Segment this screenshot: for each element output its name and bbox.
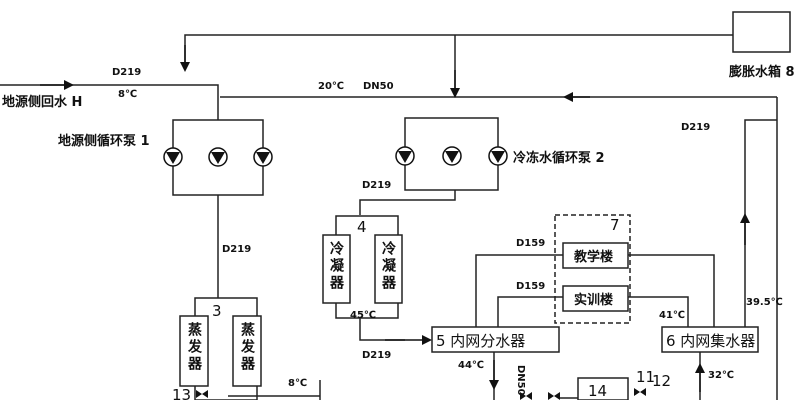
ground-pump-label: 地源侧循环泵 1	[58, 133, 150, 149]
pump-arrow-icon	[398, 151, 412, 163]
expansion-tank-label: 膨胀水箱 8	[728, 64, 795, 80]
condenser-a-label: 冷凝器	[328, 240, 345, 292]
annotation-d219-dist: D219	[362, 350, 391, 361]
distributor-label: 5 内网分水器	[436, 332, 525, 350]
evaporator-a-label: 蒸发器	[186, 321, 203, 373]
label-13: 13	[172, 386, 191, 400]
branch-teaching-return	[628, 254, 715, 327]
training-building-box	[562, 285, 629, 312]
evaporator-b-box	[232, 315, 262, 387]
component-14-label: 14	[588, 382, 607, 400]
ground-pumps	[163, 147, 273, 167]
annotation-44c: 44℃	[458, 360, 484, 371]
annotation-8c-top: 8℃	[118, 89, 137, 100]
teaching-building-label: 教学楼	[573, 249, 613, 265]
training-building-label: 实训楼	[574, 292, 613, 308]
annotation-d219-cond: D219	[362, 180, 391, 191]
branch-training-supply	[497, 296, 563, 327]
chilled-pump-label: 冷冻水循环泵 2	[513, 150, 605, 166]
annotation-8c-bottom: 8℃	[288, 378, 307, 389]
collector-label: 6 内网集水器	[666, 332, 755, 350]
cond-to-distributor	[359, 318, 405, 341]
collector-riser	[744, 119, 777, 327]
collector-box	[661, 326, 759, 353]
label-12: 12	[652, 372, 671, 390]
pump-arrow-icon	[211, 152, 225, 164]
valve-icon	[520, 392, 532, 400]
pump-arrow-icon	[166, 152, 180, 164]
condenser-b-label: 冷凝器	[380, 240, 397, 292]
annotation-d219-evap: D219	[222, 244, 251, 255]
label-4: 4	[357, 218, 367, 236]
annotation-d159-b: D159	[516, 281, 545, 292]
evaporator-b-label: 蒸发器	[239, 321, 256, 373]
branch-teaching-supply	[475, 254, 563, 327]
condenser-b-box	[374, 234, 403, 304]
annotation-45c: 45℃	[350, 310, 376, 321]
buildings-group-frame	[554, 214, 631, 324]
condenser-a-box	[322, 234, 351, 304]
component-14-box	[577, 377, 629, 400]
pump-arrow-icon	[445, 151, 459, 163]
chilled-pumps	[395, 146, 508, 166]
pump-arrow-icon	[491, 151, 505, 163]
annotation-39-5c: 39.5℃	[746, 297, 783, 308]
valve-icon	[196, 390, 208, 398]
annotation-d219-right: D219	[681, 122, 710, 133]
annotation-41c: 41℃	[659, 310, 685, 321]
branch-training-return	[628, 296, 689, 327]
annotation-d159-a: D159	[516, 238, 545, 249]
flow-arrows	[40, 45, 750, 392]
expansion-tank-box	[732, 11, 791, 53]
expansion-pipe-top	[184, 34, 733, 68]
valve-icon	[634, 388, 646, 396]
annotation-dn50-vertical: DN50	[515, 365, 526, 396]
annotation-dn50-top: DN50	[363, 81, 394, 92]
teaching-building-box	[562, 242, 629, 269]
evaporator-a-box	[179, 315, 209, 387]
valve-icon	[548, 392, 560, 400]
label-3: 3	[212, 302, 222, 320]
annotation-32c: 32℃	[708, 370, 734, 381]
chilled-to-cond-pipe	[359, 190, 456, 215]
label-11: 11	[636, 368, 655, 386]
label-7: 7	[610, 216, 620, 234]
distributor-box	[431, 326, 560, 353]
annotation-d219-top: D219	[112, 67, 141, 78]
annotation-20c: 20℃	[318, 81, 344, 92]
ground-return-label: 地源侧回水 H	[2, 94, 82, 110]
pump-arrow-icon	[256, 152, 270, 164]
